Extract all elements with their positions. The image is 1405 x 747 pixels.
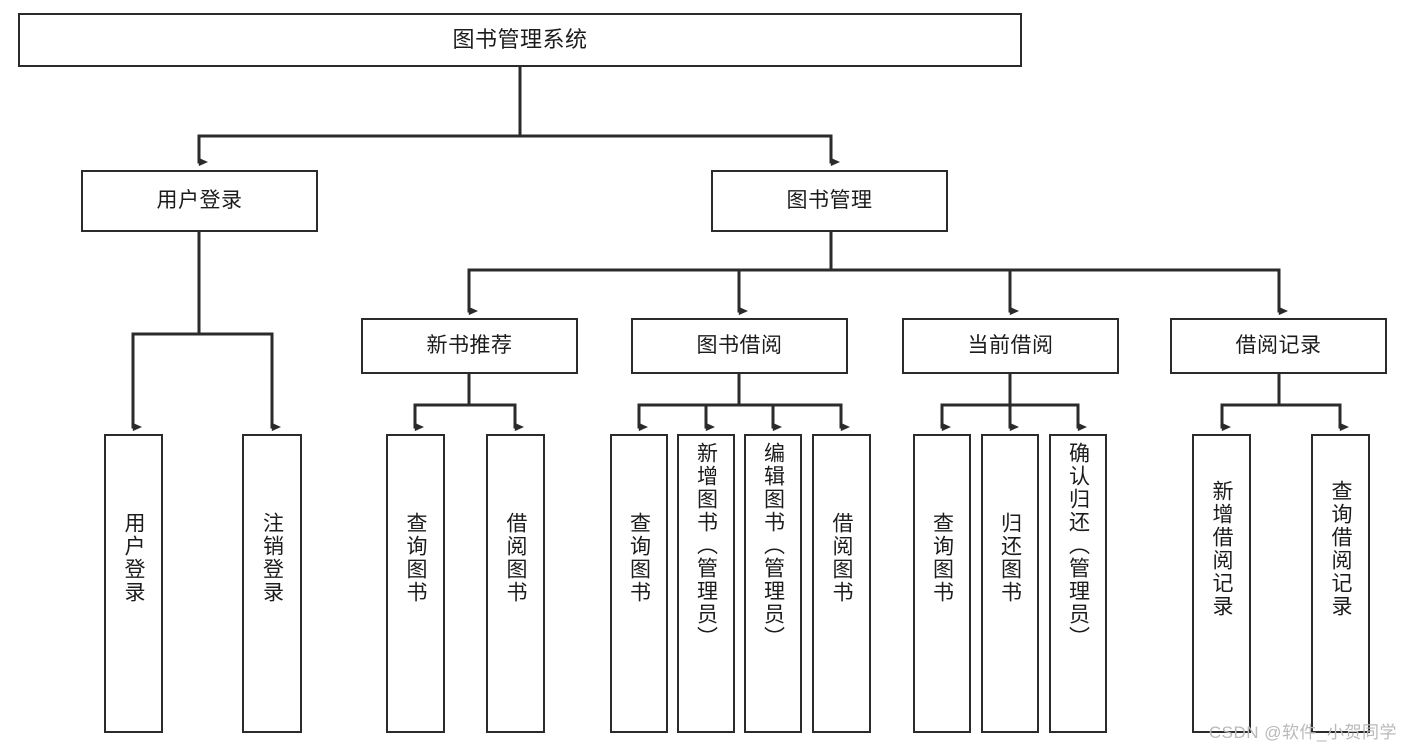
- node-label: 查询借阅记录: [1329, 480, 1352, 618]
- node-label: 用户登录: [156, 189, 243, 213]
- node-new-book-recommend[interactable]: 新书推荐: [361, 318, 578, 374]
- node-label: 查询图书: [930, 512, 954, 604]
- node-leaf-confirm-return[interactable]: 确认归还（管理员）: [1049, 434, 1107, 733]
- node-leaf-query-book-3[interactable]: 查询图书: [913, 434, 971, 733]
- node-leaf-borrow-book-2[interactable]: 借阅图书: [812, 434, 871, 733]
- watermark-text: CSDN @软件_小贺同学: [1208, 723, 1397, 742]
- node-label: 借阅记录: [1235, 334, 1322, 358]
- node-label: 新增借阅记录: [1210, 480, 1233, 618]
- node-label: 图书管理系统: [452, 26, 588, 52]
- node-leaf-query-record[interactable]: 查询借阅记录: [1311, 434, 1370, 733]
- node-root-system[interactable]: 图书管理系统: [18, 13, 1022, 67]
- node-label: 新书推荐: [426, 334, 513, 358]
- node-leaf-query-book-2[interactable]: 查询图书: [610, 434, 668, 733]
- node-label: 当前借阅: [967, 334, 1054, 358]
- node-book-manage[interactable]: 图书管理: [711, 170, 948, 232]
- node-label: 用户登录: [122, 512, 145, 604]
- node-label: 图书管理: [786, 189, 873, 213]
- node-leaf-edit-book[interactable]: 编辑图书（管理员）: [744, 434, 802, 733]
- node-leaf-user-login[interactable]: 用户登录: [104, 434, 163, 733]
- node-leaf-query-book-1[interactable]: 查询图书: [386, 434, 445, 733]
- node-leaf-add-record[interactable]: 新增借阅记录: [1192, 434, 1251, 733]
- node-book-borrow[interactable]: 图书借阅: [631, 318, 848, 374]
- node-leaf-add-book[interactable]: 新增图书（管理员）: [677, 434, 735, 733]
- node-label: 编辑图书（管理员）: [761, 442, 785, 649]
- node-label: 借阅图书: [830, 512, 853, 604]
- node-label: 查询图书: [404, 512, 427, 604]
- node-leaf-borrow-book-1[interactable]: 借阅图书: [486, 434, 545, 733]
- node-label: 确认归还（管理员）: [1066, 442, 1090, 649]
- node-label: 借阅图书: [504, 512, 527, 604]
- node-label: 图书借阅: [696, 334, 783, 358]
- node-current-borrow[interactable]: 当前借阅: [902, 318, 1119, 374]
- node-user-login[interactable]: 用户登录: [81, 170, 318, 232]
- node-label: 归还图书: [998, 512, 1022, 604]
- node-label: 新增图书（管理员）: [694, 442, 718, 649]
- node-borrow-record[interactable]: 借阅记录: [1170, 318, 1387, 374]
- node-leaf-logout-login[interactable]: 注销登录: [242, 434, 302, 733]
- node-label: 注销登录: [260, 512, 284, 604]
- node-label: 查询图书: [627, 512, 651, 604]
- node-leaf-return-book[interactable]: 归还图书: [981, 434, 1039, 733]
